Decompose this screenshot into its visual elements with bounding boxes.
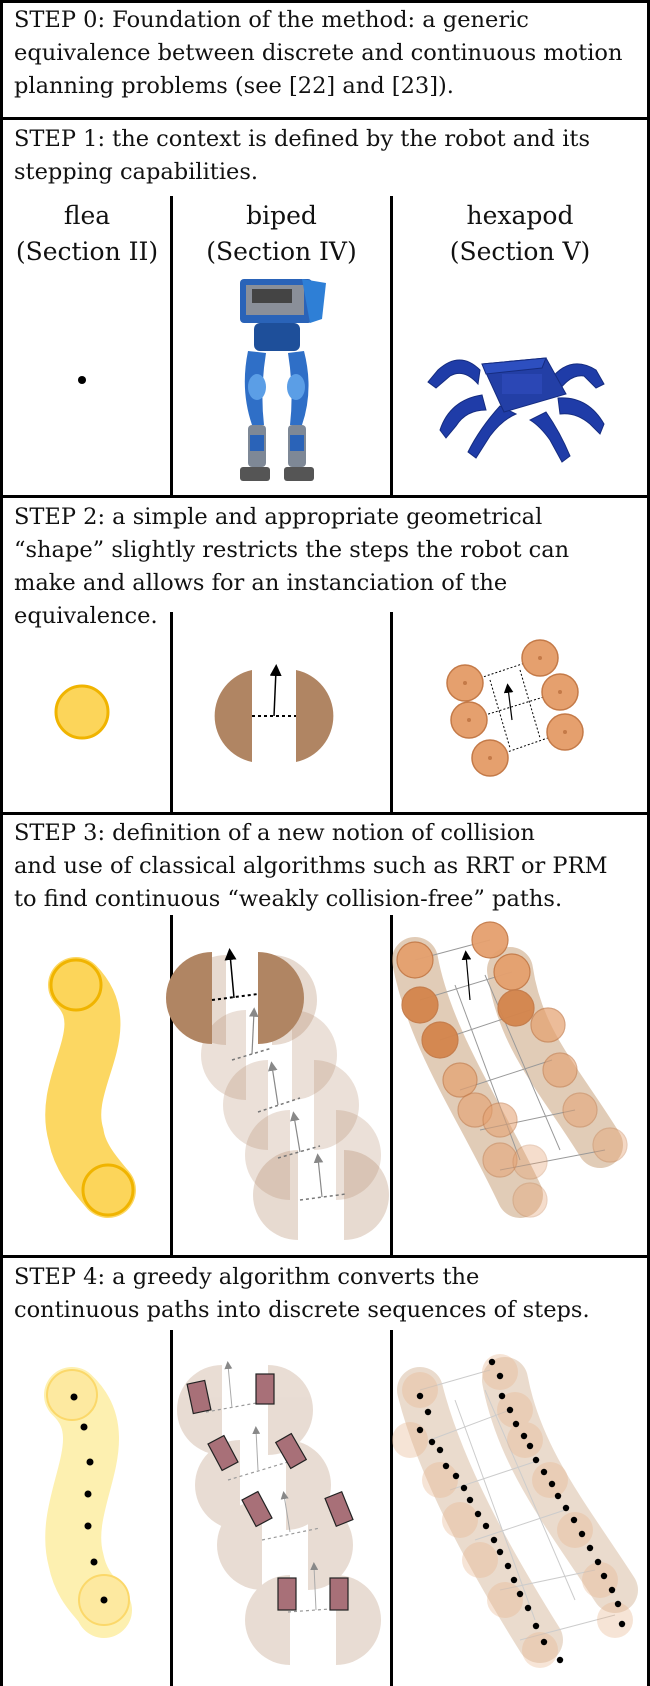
column-divider-1 [170, 915, 173, 1257]
column-divider-2 [390, 1330, 393, 1686]
arrow-icon [461, 950, 472, 1001]
biped-start-right-foot [258, 952, 304, 1044]
column-label-flea: flea (Section II) [4, 198, 170, 270]
flea-disk [54, 684, 110, 740]
arrow-icon [503, 683, 514, 721]
step-2-text: STEP 2: a simple and appropriate geometr… [14, 504, 570, 629]
divider-step2 [0, 495, 650, 498]
divider-step1 [0, 117, 650, 120]
column-section: (Section IV) [206, 237, 357, 266]
column-divider-1 [170, 1330, 173, 1686]
biped-right-foot-shape [296, 670, 334, 762]
column-label-hexapod: hexapod (Section V) [393, 198, 647, 270]
flea-goal-disk [81, 1163, 135, 1217]
step-0-text: STEP 0: Foundation of the method: a gene… [14, 7, 623, 99]
divider-top [0, 0, 650, 3]
column-name: hexapod [466, 201, 574, 230]
column-section: (Section II) [15, 237, 159, 266]
biped-left-foot-shape [214, 670, 252, 762]
arrow-icon [224, 948, 237, 999]
column-label-biped: biped (Section IV) [173, 198, 390, 270]
humanoid-robot-icon [240, 279, 326, 481]
border-right [647, 0, 650, 1686]
arrow-icon [269, 664, 282, 717]
divider-step4 [0, 1255, 650, 1258]
step-4-text: STEP 4: a greedy algorithm converts the … [14, 1264, 590, 1323]
column-divider-2 [390, 915, 393, 1257]
column-name: flea [63, 201, 111, 230]
hexapod-robot-icon [427, 357, 605, 463]
hexapod-step-points [416, 1358, 626, 1664]
column-divider-2 [390, 612, 393, 814]
dot-icon [78, 376, 86, 384]
column-divider-2 [390, 196, 393, 497]
flea-step-points [70, 1393, 108, 1604]
biped-start-left-foot [166, 952, 212, 1044]
biped-footstep-markers [186, 1373, 354, 1611]
border-left [0, 0, 3, 1686]
column-divider-1 [170, 612, 173, 814]
divider-step3 [0, 812, 650, 815]
step-1-text: STEP 1: the context is defined by the ro… [14, 126, 591, 185]
column-divider-1 [170, 196, 173, 497]
column-section: (Section V) [449, 237, 591, 266]
step-3-text: STEP 3: definition of a new notion of co… [14, 820, 608, 912]
column-name: biped [246, 201, 317, 230]
flea-start-disk [49, 958, 103, 1012]
